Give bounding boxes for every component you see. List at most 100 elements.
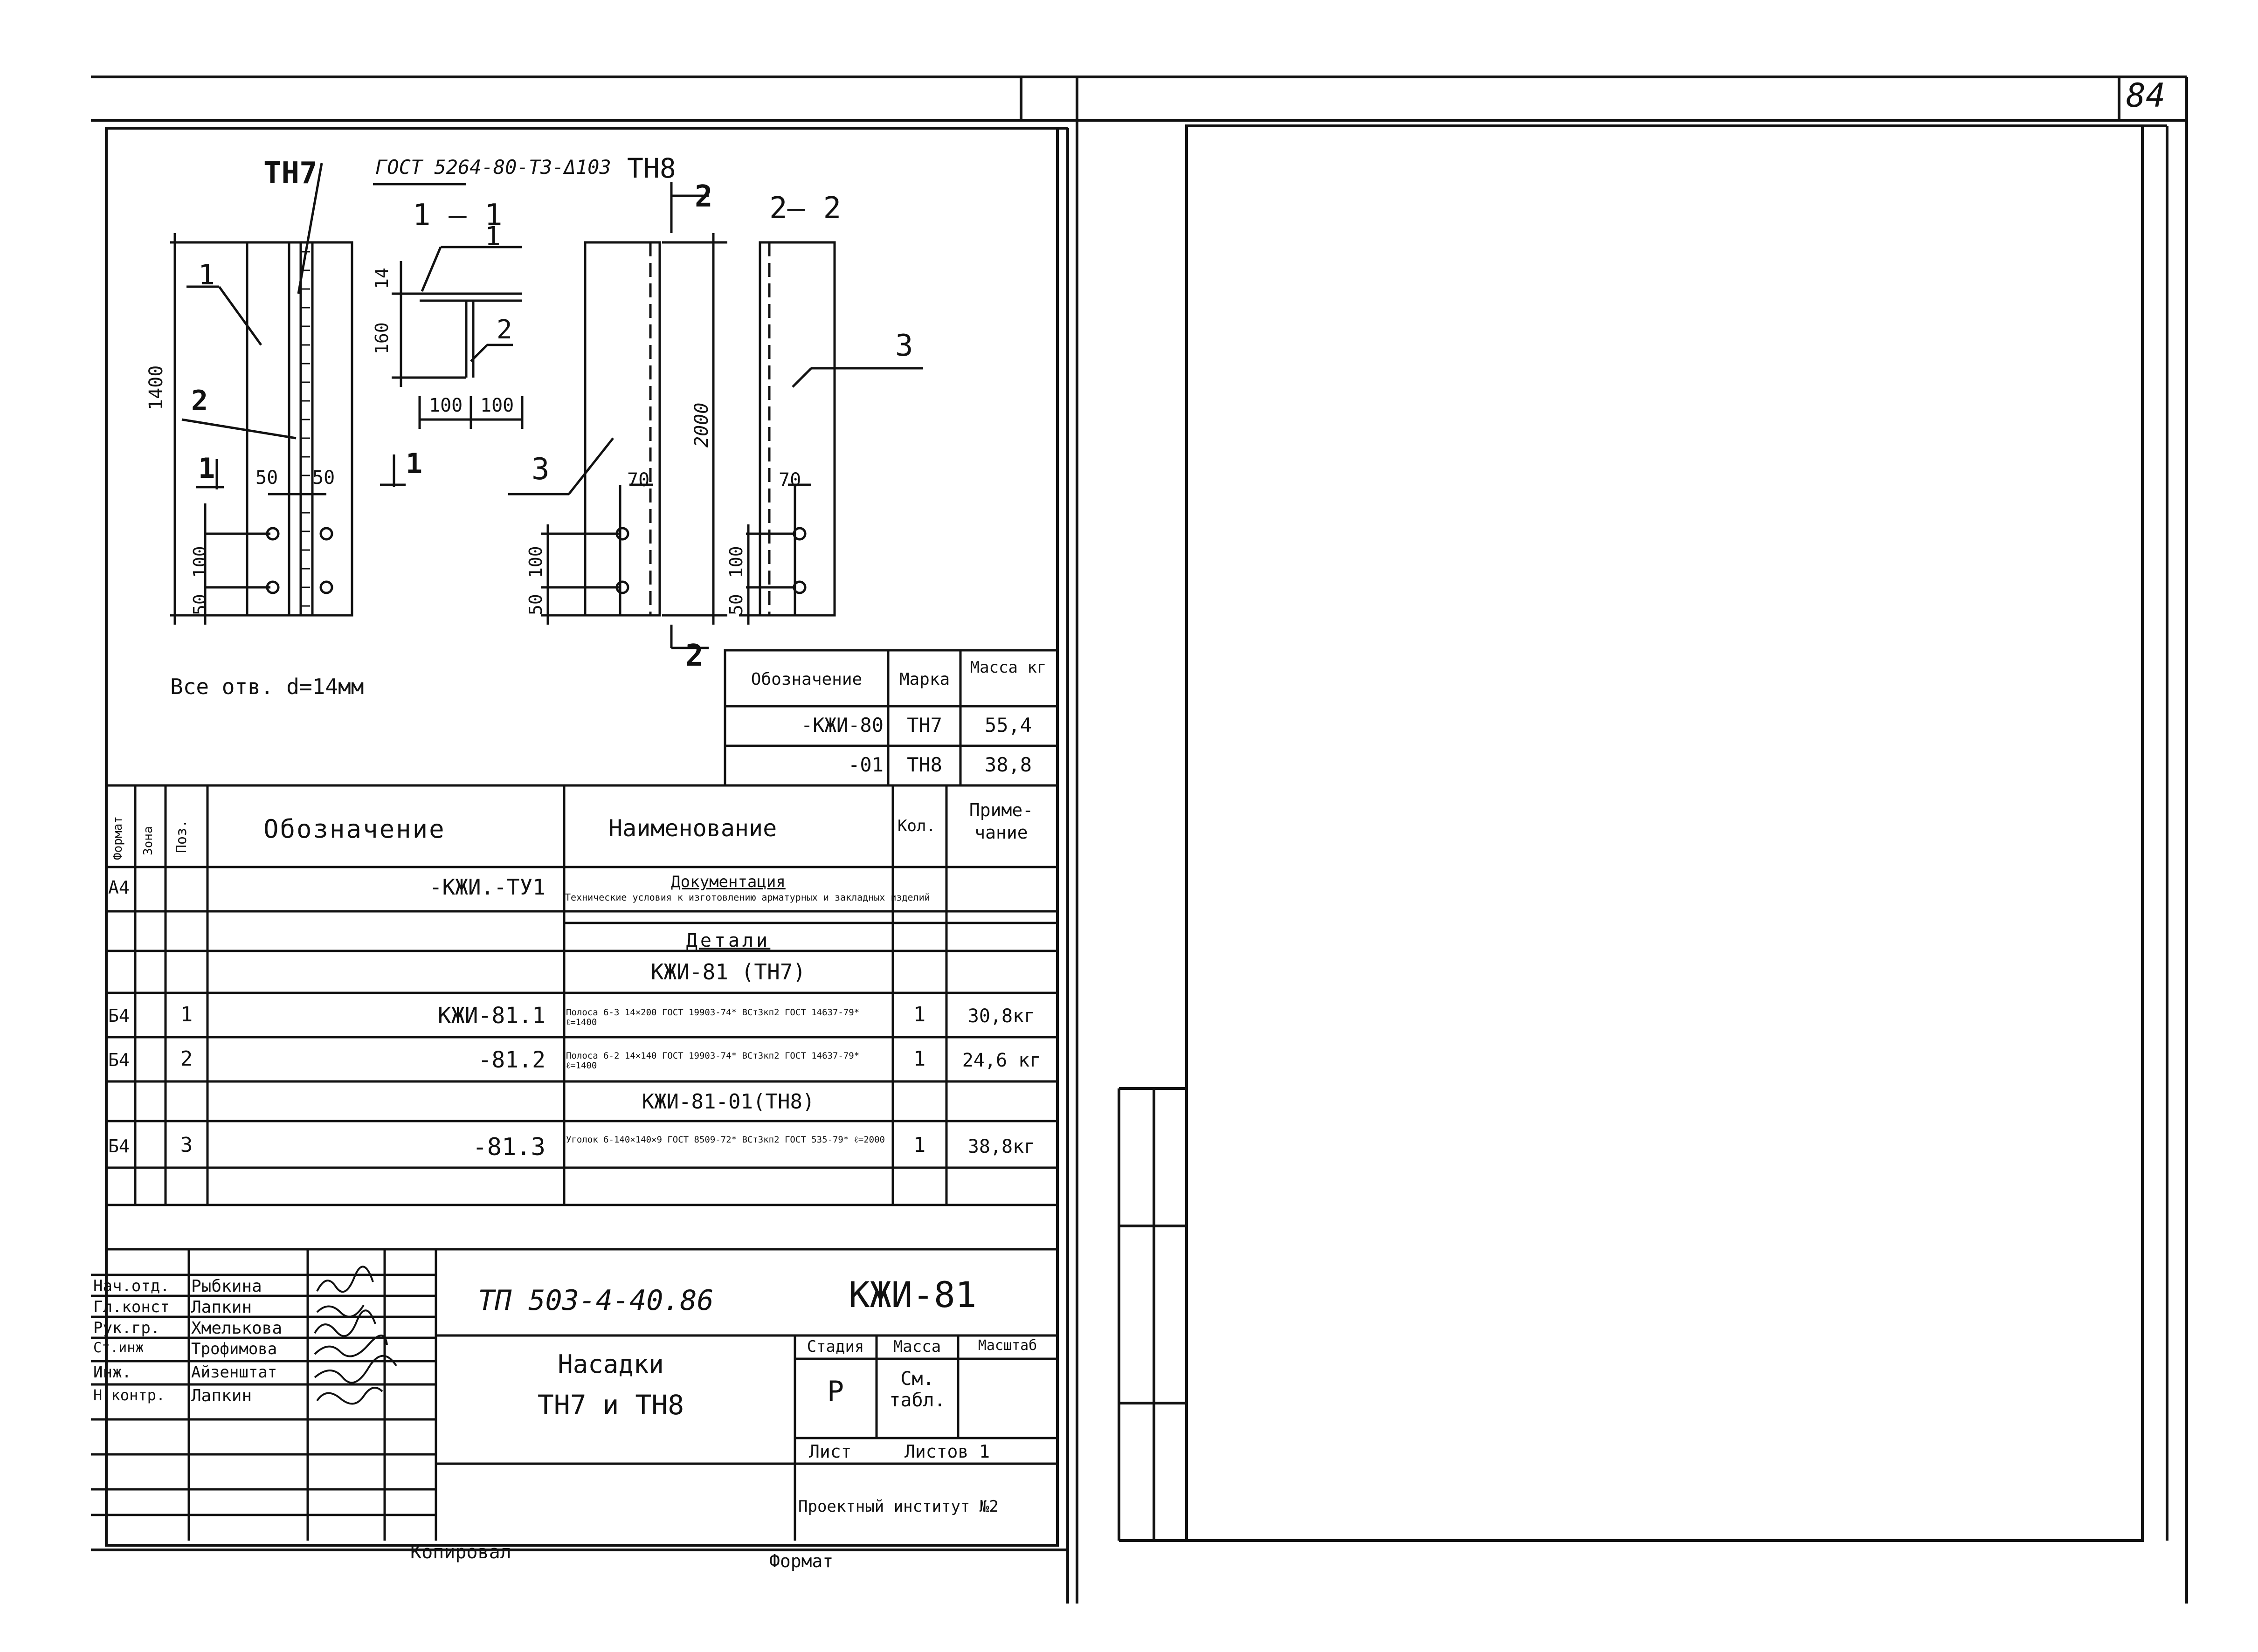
spec-row-designation: -81.3 — [472, 1133, 546, 1161]
dim-50-left: 50 — [255, 467, 278, 489]
sheet-label: Лист — [809, 1441, 852, 1462]
dim-2000: 2000 — [691, 402, 712, 447]
spec-row-pos: 1 — [180, 1003, 193, 1026]
mark-th8-label: ТН8 — [627, 152, 676, 184]
mass-table-cell: ТН8 — [907, 753, 942, 776]
spec-row-qty: 1 — [913, 1003, 926, 1026]
stage-value: Р — [827, 1375, 844, 1408]
mass-table-cell: -01 — [848, 753, 884, 776]
title-role: Гл.конст — [93, 1298, 170, 1316]
title-name: Лапкин — [191, 1386, 252, 1405]
spec-row-name: Документация — [671, 873, 786, 891]
section-1-1-label: 1 — 1 — [413, 198, 503, 233]
mark-th7-label: ТН7 — [263, 156, 318, 191]
spec-row-qty: 1 — [913, 1133, 926, 1157]
title-role: Рук.гр. — [93, 1319, 160, 1337]
spec-row-format: Б4 — [108, 1050, 130, 1070]
mass-table-cell: ТН7 — [907, 714, 942, 737]
spec-row-format: Б4 — [108, 1005, 130, 1026]
position-1-callout: 1 — [198, 259, 215, 291]
spec-row-name: Детали — [686, 930, 771, 951]
mass-value: См. табл. — [889, 1368, 946, 1411]
drawing-title-line1: Насадки — [558, 1349, 664, 1379]
dim-160: 160 — [372, 322, 392, 354]
title-role: Инж. — [93, 1363, 131, 1382]
dim-14: 14 — [372, 268, 392, 289]
mass-table-header-mark: Марка — [899, 670, 950, 689]
spec-row-note: 30,8кг — [967, 1005, 1036, 1027]
spec-row-name: Полоса 6-2 14×140 ГОСТ 19903-74* ВСт3кп2… — [566, 1051, 860, 1071]
format-label: Формат — [769, 1551, 834, 1571]
spec-row-format: А4 — [108, 877, 130, 898]
dim-100-vertical: 100 — [190, 546, 210, 578]
dim-100-vertical-section: 100 — [726, 546, 746, 578]
dim-100-right: 100 — [480, 395, 514, 416]
spec-row-name: КЖИ-81-01(ТН8) — [642, 1090, 815, 1114]
title-name: Трофимова — [191, 1340, 277, 1358]
project-number: ТП 503-4-40.86 — [478, 1284, 714, 1317]
spec-header-designation: Обозначение — [263, 814, 446, 844]
spec-row-name: Уголок 6-140×140×9 ГОСТ 8509-72* ВСт3кп2… — [566, 1135, 885, 1145]
position-2-callout: 2 — [191, 385, 208, 417]
spec-header-name: Наименование — [608, 815, 777, 842]
title-name: Лапкин — [191, 1298, 252, 1317]
title-name: Айзенштат — [191, 1363, 277, 1382]
dim-50-vertical: 50 — [190, 594, 210, 615]
spec-row-format: Б4 — [108, 1136, 130, 1156]
spec-row-designation: -81.2 — [478, 1047, 546, 1073]
institute-name: Проектный институт №2 — [798, 1497, 999, 1516]
mass-table-cell: 38,8 — [984, 753, 1032, 776]
spec-row-name: КЖИ-81 (ТН7) — [650, 959, 806, 984]
dim-70-section: 70 — [779, 469, 801, 491]
sheet-number: 84 — [2126, 76, 2166, 115]
dim-100-left: 100 — [429, 395, 463, 416]
cut-mark-1-right: 1 — [406, 447, 423, 480]
spec-row-designation: -КЖИ.-ТУ1 — [429, 874, 546, 900]
spec-row-name: Полоса 6-3 14×200 ГОСТ 19903-74* ВСт3кп2… — [566, 1007, 860, 1027]
mass-label: Масса — [893, 1337, 941, 1356]
copied-by-label: Копировал — [410, 1542, 511, 1563]
title-role: Н.контр. — [93, 1386, 166, 1404]
dim-1400: 1400 — [145, 365, 167, 410]
mass-table-header-mass: Масса кг — [970, 658, 1047, 677]
section-position-2-callout: 2 — [497, 315, 512, 345]
spec-row-note: 38,8кг — [967, 1136, 1036, 1157]
stage-label: Стадия — [807, 1337, 864, 1356]
spec-header-zone: Зона — [141, 826, 155, 855]
title-role: Нач.отд. — [93, 1277, 170, 1295]
title-role: Ст.инж — [93, 1340, 144, 1356]
spec-header-qty: Кол. — [898, 817, 936, 835]
cut-mark-2-bottom: 2 — [685, 639, 704, 673]
spec-row-designation: КЖИ-81.1 — [437, 1003, 546, 1029]
mass-table-cell: -КЖИ-80 — [801, 714, 884, 737]
position-3-callout-section: 3 — [895, 329, 913, 363]
title-name: Хмелькова — [191, 1319, 283, 1338]
spec-row-qty: 1 — [913, 1047, 926, 1071]
holes-note: Все отв. d=14мм — [170, 674, 364, 699]
spec-row-pos: 3 — [180, 1133, 193, 1157]
dim-50-vertical-section: 50 — [726, 594, 746, 615]
section-position-1-callout: 1 — [485, 221, 501, 252]
gost-weld-note: ГОСТ 5264-80-Т3-Δ103 — [375, 156, 611, 179]
spec-row-name: Технические условия к изготовлению армат… — [565, 892, 930, 903]
mass-table-header-designation: Обозначение — [751, 670, 863, 689]
dim-100-vertical-th8: 100 — [525, 546, 546, 578]
dim-70-th8: 70 — [627, 469, 650, 491]
spec-row-pos: 2 — [180, 1047, 193, 1071]
section-2-2-label: 2— 2 — [769, 191, 842, 226]
document-code: КЖИ-81 — [849, 1274, 977, 1315]
dim-50-right: 50 — [312, 467, 335, 489]
spec-header-pos: Поз. — [173, 819, 190, 853]
scale-label: Масштаб — [978, 1337, 1037, 1354]
cut-mark-2-top: 2 — [695, 179, 713, 214]
mass-table-cell: 55,4 — [984, 714, 1032, 737]
cut-mark-1-left: 1 — [198, 452, 215, 485]
drawing-title-line2: ТН7 и ТН8 — [537, 1389, 684, 1421]
position-3-callout: 3 — [532, 452, 550, 487]
spec-row-note: 24,6 кг — [962, 1050, 1041, 1071]
spec-header-format: Формат — [111, 816, 125, 860]
sheets-count-label: Листов 1 — [905, 1441, 990, 1462]
title-name: Рыбкина — [191, 1277, 262, 1296]
spec-header-note: Приме-чание — [969, 800, 1034, 843]
